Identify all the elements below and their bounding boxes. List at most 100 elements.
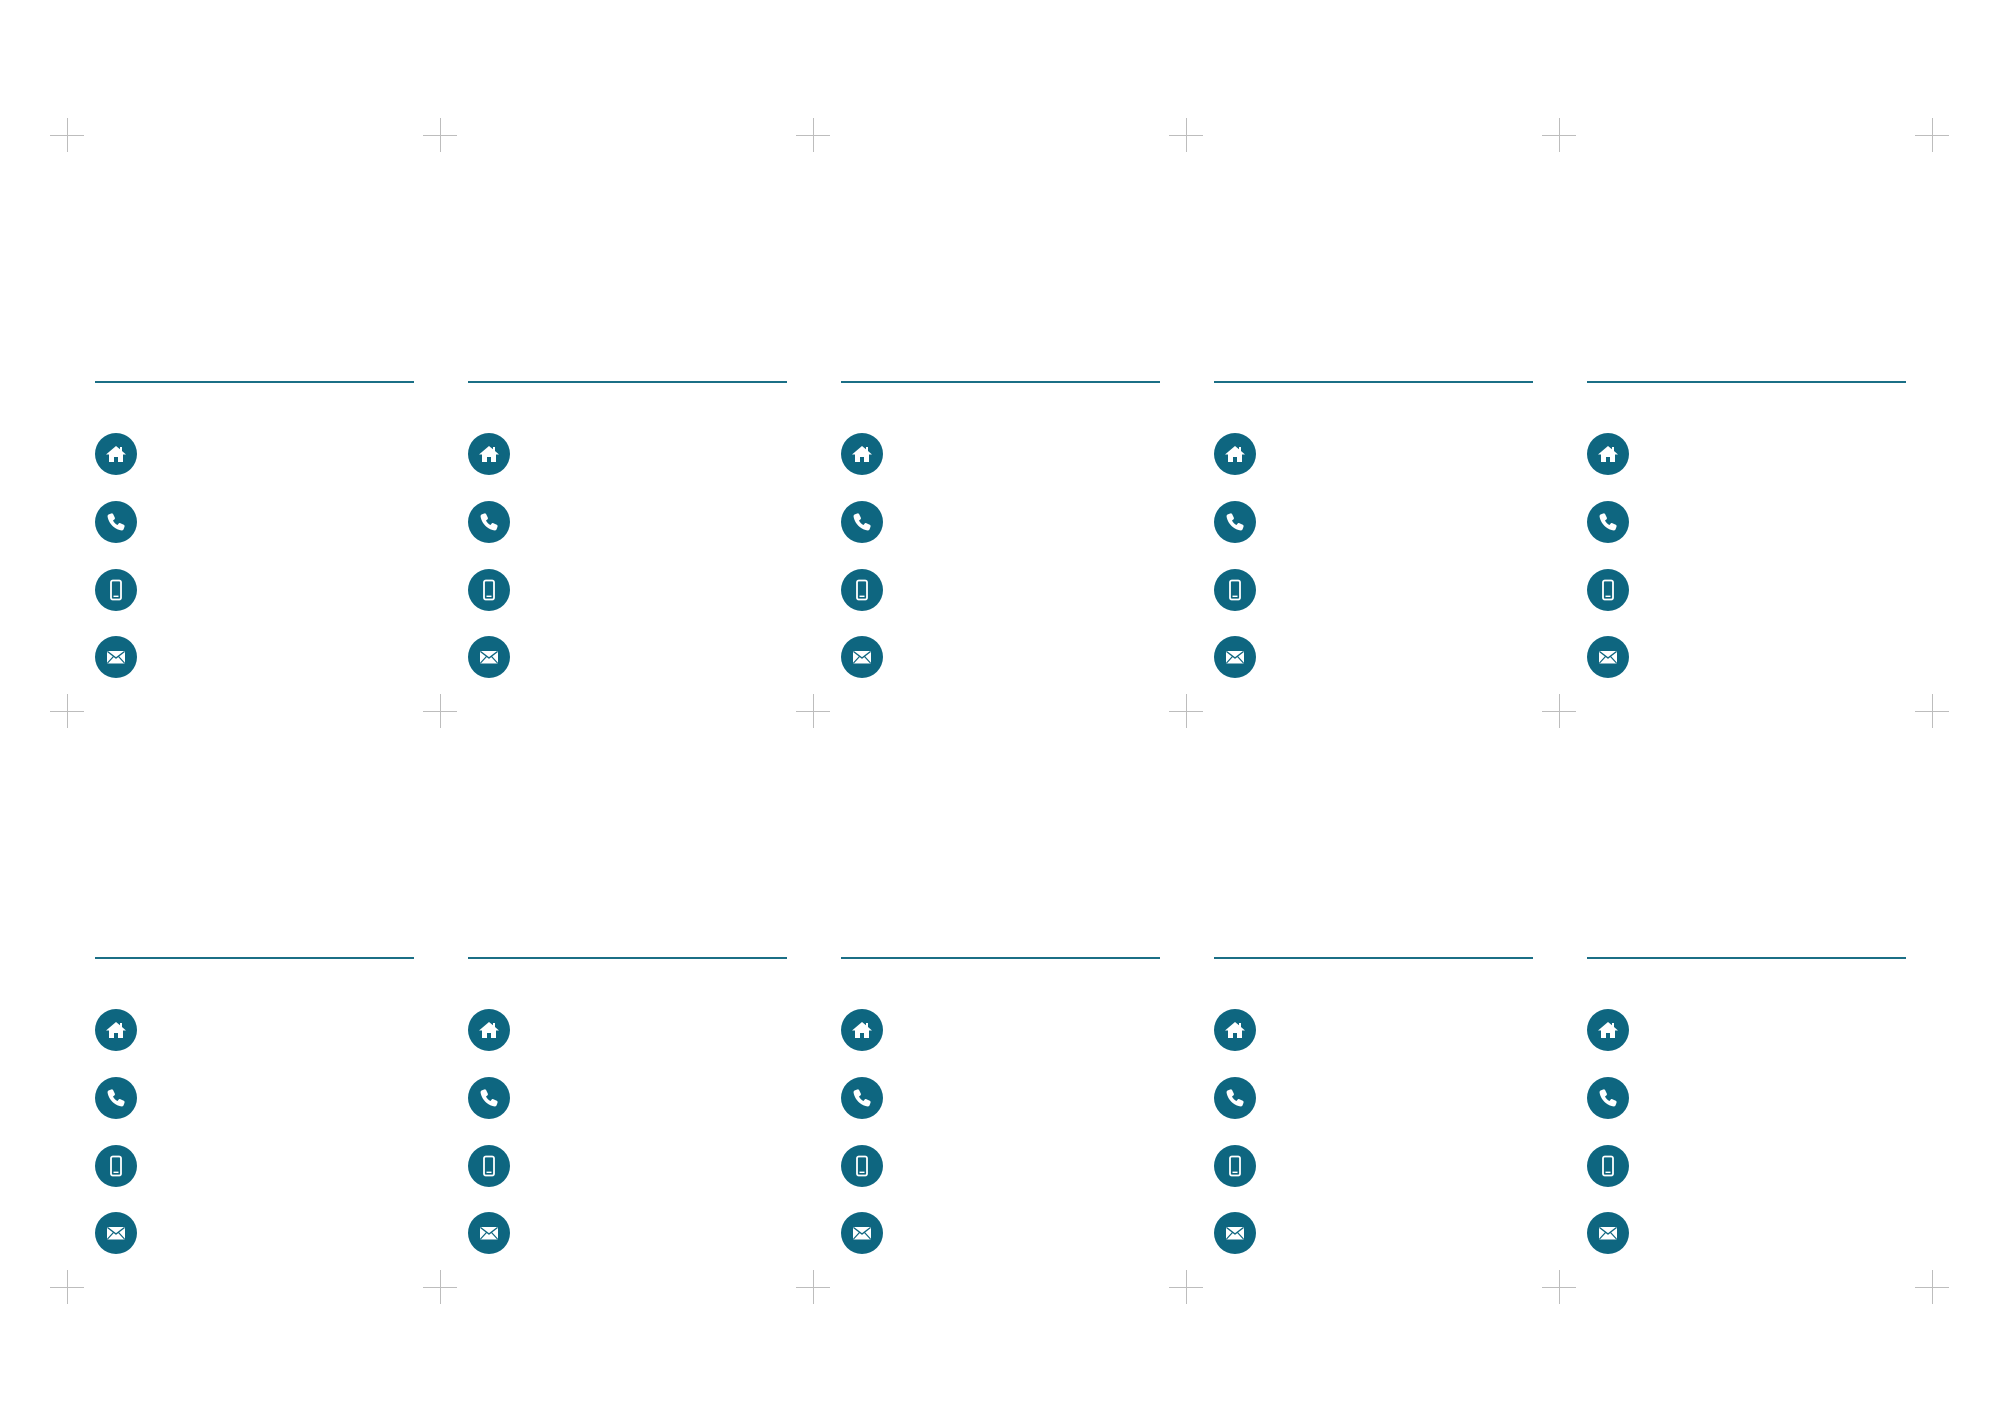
- home-contact-row: [95, 433, 414, 475]
- business-card: [746, 0, 1160, 678]
- crop-mark: [796, 1270, 830, 1304]
- crop-mark: [796, 694, 830, 728]
- home-icon: [468, 433, 510, 475]
- crop-mark: [50, 694, 84, 728]
- mobile-contact-row: [1587, 569, 1906, 611]
- home-contact-row: [1214, 433, 1533, 475]
- mobile-contact-row: [95, 569, 414, 611]
- mobile-contact-row: [1214, 1145, 1533, 1187]
- business-card: [746, 576, 1160, 1254]
- business-card: [0, 576, 414, 1254]
- home-icon: [1214, 433, 1256, 475]
- mobile-icon: [468, 1145, 510, 1187]
- mail-icon: [841, 1212, 883, 1254]
- business-card: [1492, 0, 1906, 678]
- crop-mark: [423, 1270, 457, 1304]
- phone-icon: [1214, 1077, 1256, 1119]
- home-contact-row: [468, 1009, 787, 1051]
- home-contact-row: [841, 433, 1160, 475]
- mobile-icon: [1214, 1145, 1256, 1187]
- phone-icon: [468, 1077, 510, 1119]
- mobile-icon: [1587, 569, 1629, 611]
- mail-icon: [1214, 636, 1256, 678]
- phone-icon: [95, 501, 137, 543]
- mail-contact-row: [1587, 636, 1906, 678]
- mail-contact-row: [468, 1212, 787, 1254]
- home-icon: [468, 1009, 510, 1051]
- phone-icon: [468, 501, 510, 543]
- home-icon: [1214, 1009, 1256, 1051]
- phone-icon: [1587, 1077, 1629, 1119]
- card-divider-line: [1214, 381, 1533, 383]
- mobile-contact-row: [841, 569, 1160, 611]
- mobile-contact-row: [95, 1145, 414, 1187]
- crop-mark: [1915, 694, 1949, 728]
- mobile-contact-row: [1587, 1145, 1906, 1187]
- mail-icon: [1587, 1212, 1629, 1254]
- mobile-icon: [841, 569, 883, 611]
- mail-contact-row: [841, 636, 1160, 678]
- business-card: [1119, 0, 1533, 678]
- home-contact-row: [1587, 433, 1906, 475]
- home-contact-row: [1214, 1009, 1533, 1051]
- mail-contact-row: [468, 636, 787, 678]
- mail-contact-row: [841, 1212, 1160, 1254]
- home-contact-row: [1587, 1009, 1906, 1051]
- home-icon: [95, 433, 137, 475]
- business-card: [373, 0, 787, 678]
- mail-contact-row: [95, 1212, 414, 1254]
- mobile-icon: [1214, 569, 1256, 611]
- mobile-icon: [841, 1145, 883, 1187]
- phone-icon: [1214, 501, 1256, 543]
- home-icon: [1587, 1009, 1629, 1051]
- mail-icon: [1587, 636, 1629, 678]
- crop-mark: [423, 118, 457, 152]
- crop-mark: [1169, 694, 1203, 728]
- phone-contact-row: [1587, 501, 1906, 543]
- phone-contact-row: [1214, 501, 1533, 543]
- crop-mark: [796, 118, 830, 152]
- home-contact-row: [468, 433, 787, 475]
- mail-contact-row: [1587, 1212, 1906, 1254]
- phone-contact-row: [841, 501, 1160, 543]
- crop-mark: [1542, 694, 1576, 728]
- home-icon: [841, 1009, 883, 1051]
- crop-mark: [1542, 1270, 1576, 1304]
- phone-contact-row: [468, 501, 787, 543]
- phone-contact-row: [1587, 1077, 1906, 1119]
- crop-mark: [1169, 1270, 1203, 1304]
- crop-mark: [50, 118, 84, 152]
- card-divider-line: [841, 381, 1160, 383]
- mail-contact-row: [95, 636, 414, 678]
- phone-icon: [1587, 501, 1629, 543]
- phone-contact-row: [468, 1077, 787, 1119]
- card-divider-line: [841, 957, 1160, 959]
- card-divider-line: [468, 957, 787, 959]
- crop-mark: [1169, 118, 1203, 152]
- crop-mark: [50, 1270, 84, 1304]
- phone-contact-row: [95, 501, 414, 543]
- mail-contact-row: [1214, 1212, 1533, 1254]
- mail-icon: [1214, 1212, 1256, 1254]
- mail-icon: [841, 636, 883, 678]
- business-card: [0, 0, 414, 678]
- phone-icon: [95, 1077, 137, 1119]
- card-divider-line: [1587, 381, 1906, 383]
- home-icon: [841, 433, 883, 475]
- business-card: [1492, 576, 1906, 1254]
- home-icon: [95, 1009, 137, 1051]
- crop-mark: [1542, 118, 1576, 152]
- crop-mark: [1915, 118, 1949, 152]
- phone-contact-row: [1214, 1077, 1533, 1119]
- mail-icon: [468, 1212, 510, 1254]
- phone-icon: [841, 1077, 883, 1119]
- home-contact-row: [95, 1009, 414, 1051]
- mobile-icon: [468, 569, 510, 611]
- business-card: [1119, 576, 1533, 1254]
- business-card: [373, 576, 787, 1254]
- card-divider-line: [95, 957, 414, 959]
- mail-contact-row: [1214, 636, 1533, 678]
- phone-icon: [841, 501, 883, 543]
- mobile-contact-row: [1214, 569, 1533, 611]
